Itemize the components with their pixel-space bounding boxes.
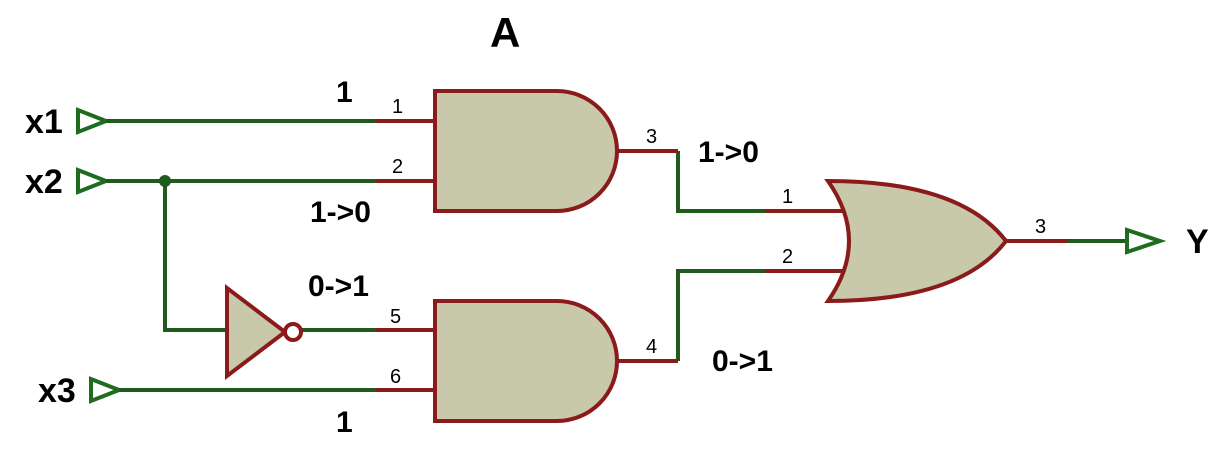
input-port-x2 bbox=[76, 167, 112, 195]
input-label-x2: x2 bbox=[25, 163, 63, 201]
signal-not-out-value: 0->1 bbox=[308, 270, 369, 303]
and-gate-1 bbox=[433, 89, 619, 213]
output-label-y: Y bbox=[1186, 223, 1209, 261]
not-gate bbox=[225, 283, 289, 381]
signal-x1-value: 1 bbox=[336, 76, 353, 109]
and-gate-2 bbox=[433, 299, 619, 423]
input-port-x3 bbox=[89, 376, 125, 404]
signal-x3-value: 1 bbox=[336, 406, 353, 439]
pin-number: 2 bbox=[782, 246, 793, 268]
pin-number: 6 bbox=[390, 366, 401, 388]
wire-and1-to-or bbox=[676, 151, 765, 213]
wire-and2-to-or bbox=[676, 269, 765, 361]
pin-number: 2 bbox=[392, 156, 403, 178]
input-label-x1: x1 bbox=[25, 103, 63, 141]
pin-number: 3 bbox=[646, 126, 657, 148]
output-port-y bbox=[1125, 227, 1167, 255]
pin-number: 1 bbox=[782, 186, 793, 208]
pin-number: 4 bbox=[646, 336, 657, 358]
pin-number: 3 bbox=[1035, 216, 1046, 238]
junction-dot bbox=[159, 175, 171, 187]
input-label-x3: x3 bbox=[38, 372, 76, 410]
signal-and1-out-value: 1->0 bbox=[698, 136, 759, 169]
input-port-x1 bbox=[76, 107, 112, 135]
pin-number: 5 bbox=[390, 306, 401, 328]
diagram-title: A bbox=[490, 9, 520, 56]
wire-x2-branch bbox=[163, 181, 225, 332]
or-gate bbox=[824, 178, 1009, 304]
not-gate-bubble bbox=[283, 322, 303, 342]
signal-and2-out-value: 0->1 bbox=[712, 345, 773, 378]
signal-x2-value: 1->0 bbox=[310, 196, 371, 229]
pin-number: 1 bbox=[392, 96, 403, 118]
